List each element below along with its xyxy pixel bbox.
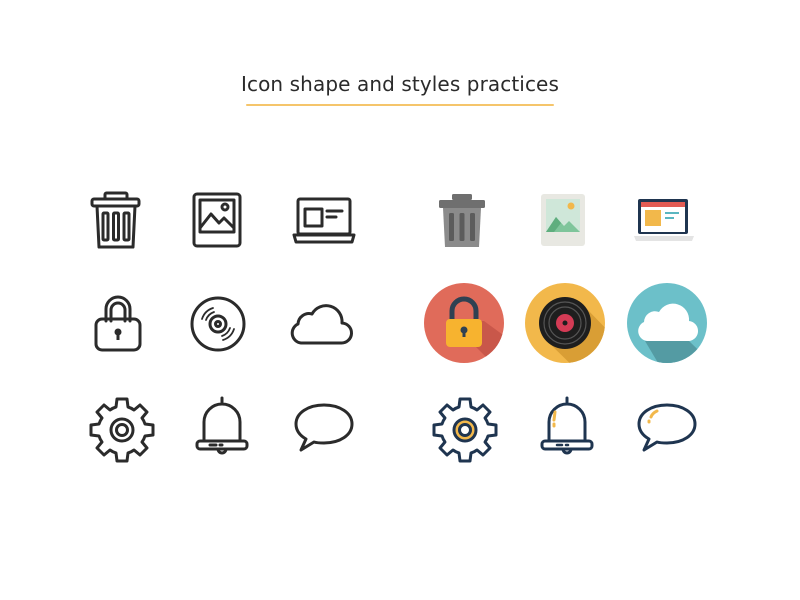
title-underline — [246, 104, 554, 106]
speech-bubble-outline-icon — [284, 386, 364, 466]
gear-color-icon — [425, 386, 505, 466]
trash-flat-icon — [422, 180, 502, 260]
speech-bubble-color-icon — [627, 386, 707, 466]
bell-color-icon — [527, 386, 607, 466]
vinyl-color-icon — [525, 283, 605, 363]
bell-outline-icon — [182, 386, 262, 466]
laptop-flat-icon — [625, 180, 705, 260]
lock-outline-icon — [78, 283, 158, 363]
picture-flat-icon — [523, 180, 603, 260]
gear-outline-icon — [82, 386, 162, 466]
cloud-outline-icon — [281, 283, 361, 363]
picture-outline-icon — [177, 180, 257, 260]
laptop-outline-icon — [284, 180, 364, 260]
vinyl-outline-icon — [178, 283, 258, 363]
trash-outline-icon — [76, 180, 156, 260]
lock-color-icon — [424, 283, 504, 363]
cloud-color-icon — [627, 283, 707, 363]
page-title: Icon shape and styles practices — [241, 72, 559, 96]
